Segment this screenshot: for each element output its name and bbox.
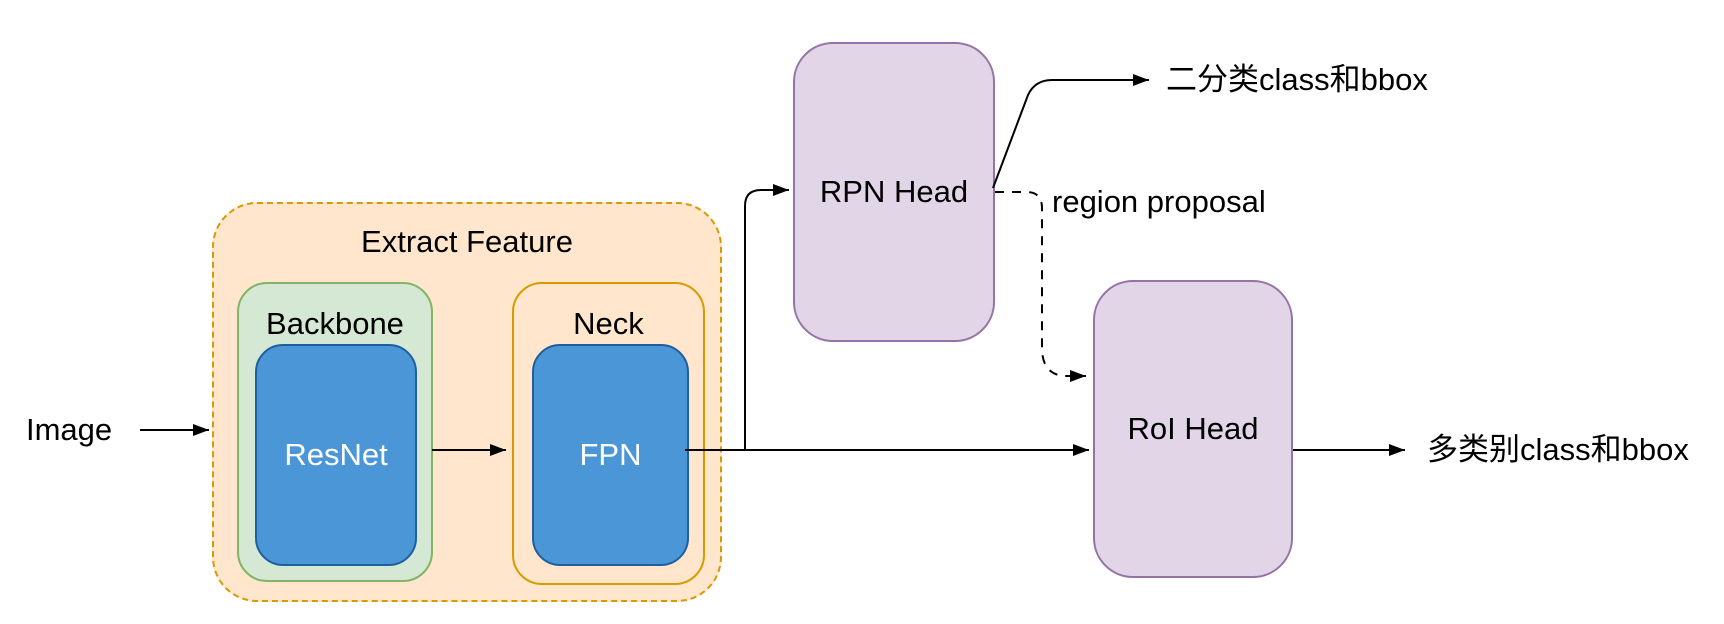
rpn-head-label: RPN Head xyxy=(819,174,969,209)
fpn-block: FPN xyxy=(532,344,689,566)
roi-multiclass-output-label: 多类别class和bbox xyxy=(1427,432,1689,467)
resnet-block: ResNet xyxy=(255,344,417,566)
input-image-label: Image xyxy=(26,412,113,447)
arrow-fpn-to-rpn-head xyxy=(744,184,789,450)
roi-head-label: RoI Head xyxy=(1127,411,1259,446)
backbone-label: Backbone xyxy=(266,306,404,341)
neck-label: Neck xyxy=(573,306,644,341)
extract-feature-title: Extract Feature xyxy=(361,224,573,259)
rpn-binary-output-label: 二分类class和bbox xyxy=(1166,62,1428,97)
extract-feature-container: Extract Feature Backbone ResNet Neck FPN xyxy=(212,202,722,602)
backbone-group: Backbone ResNet xyxy=(237,282,433,582)
arrow-rpn-to-binary-output xyxy=(992,74,1149,189)
resnet-block-label: ResNet xyxy=(284,437,388,472)
roi-head-block: RoI Head xyxy=(1093,280,1293,578)
fpn-block-label: FPN xyxy=(579,437,642,472)
rpn-head-block: RPN Head xyxy=(793,42,995,342)
neck-group: Neck FPN xyxy=(512,282,705,585)
region-proposal-label: region proposal xyxy=(1052,184,1266,219)
